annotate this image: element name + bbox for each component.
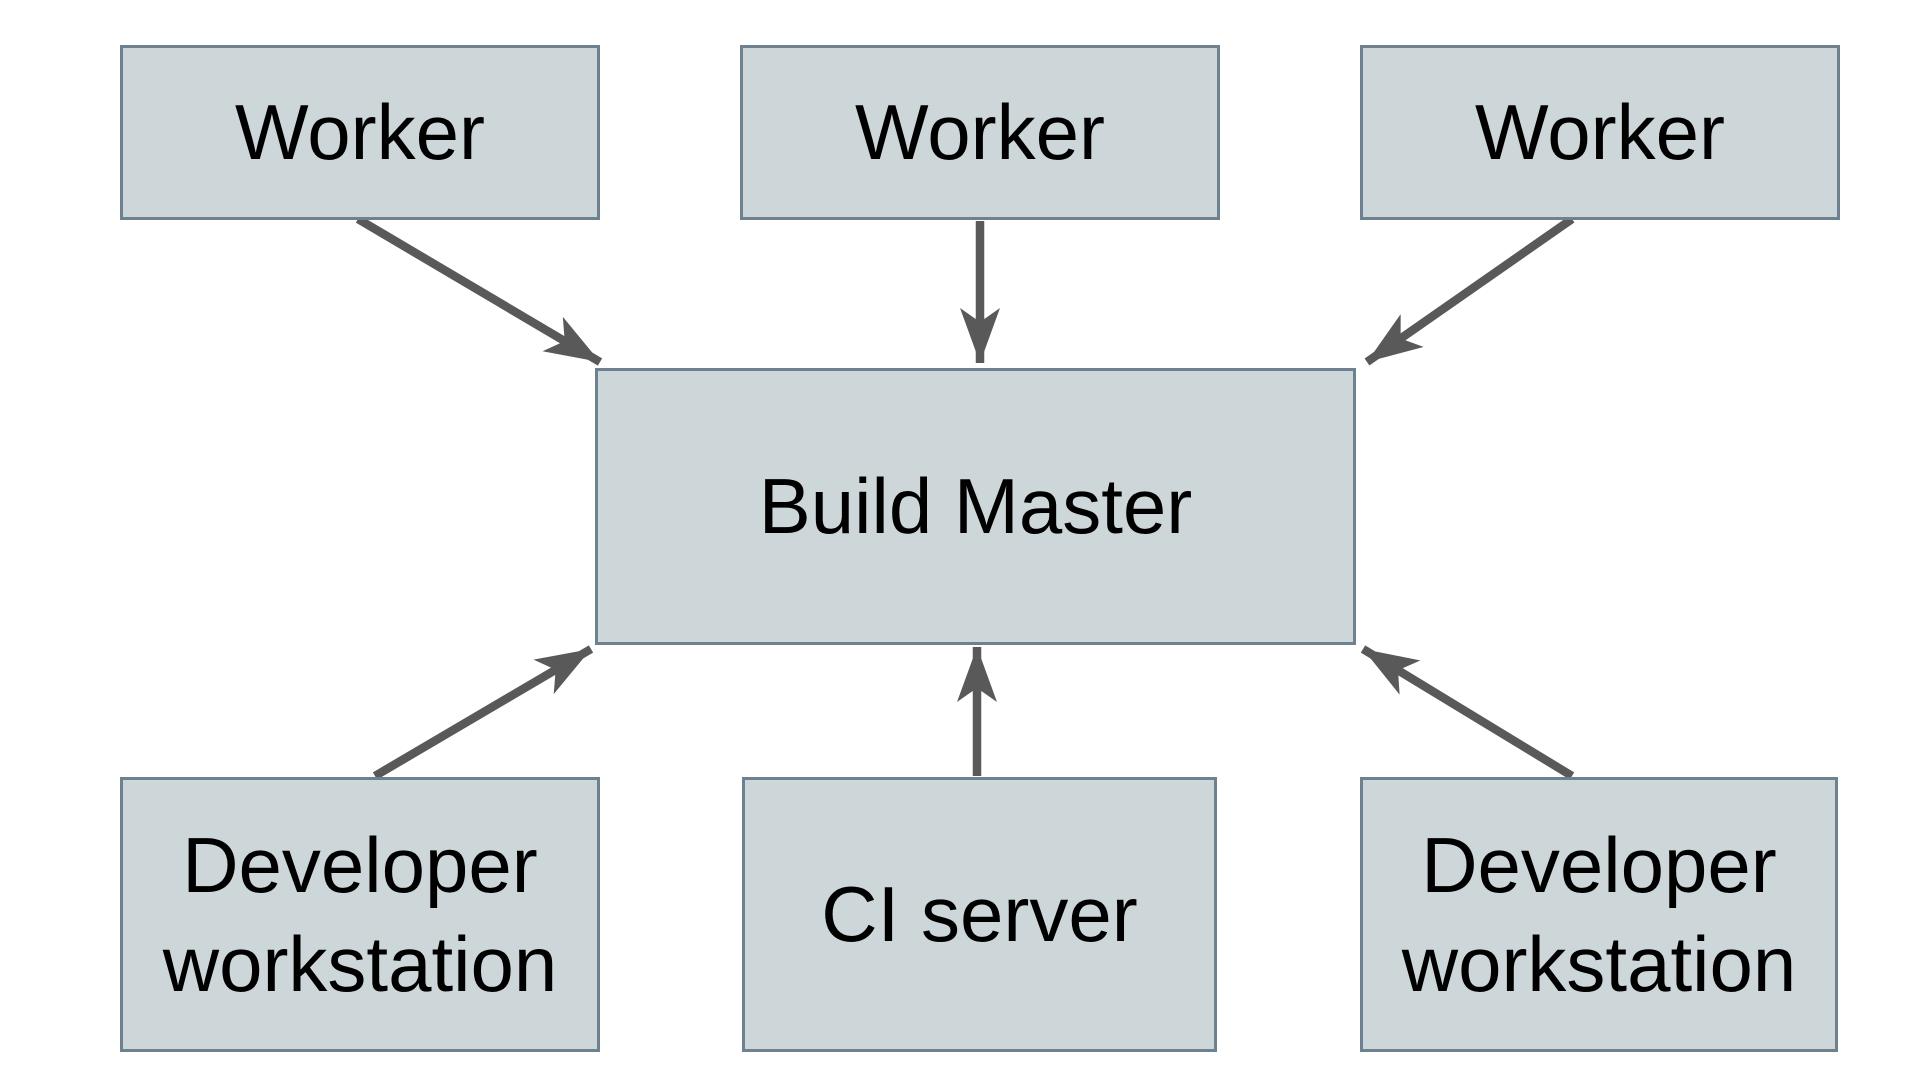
node-worker-2: Worker bbox=[740, 45, 1220, 220]
node-worker-1-label: Worker bbox=[235, 88, 485, 177]
node-worker-2-label: Worker bbox=[855, 88, 1105, 177]
node-developer-workstation-left: Developer workstation bbox=[120, 777, 600, 1052]
arrow-worker-1-to-build-master bbox=[355, 215, 603, 366]
arrow-worker-3-to-build-master bbox=[1364, 215, 1575, 366]
arrow-developer-workstation-right-to-build-master bbox=[1360, 645, 1575, 780]
node-build-master: Build Master bbox=[595, 368, 1356, 645]
node-developer-workstation-right-label: Developer workstation bbox=[1401, 821, 1797, 1008]
node-worker-1: Worker bbox=[120, 45, 600, 220]
node-ci-server: CI server bbox=[742, 777, 1217, 1052]
node-developer-workstation-right: Developer workstation bbox=[1360, 777, 1838, 1052]
node-worker-3: Worker bbox=[1360, 45, 1840, 220]
node-build-master-label: Build Master bbox=[758, 462, 1193, 551]
node-ci-server-label: CI server bbox=[821, 870, 1138, 959]
arrow-developer-workstation-left-to-build-master bbox=[372, 645, 594, 780]
node-developer-workstation-left-label: Developer workstation bbox=[162, 821, 558, 1008]
node-worker-3-label: Worker bbox=[1475, 88, 1725, 177]
